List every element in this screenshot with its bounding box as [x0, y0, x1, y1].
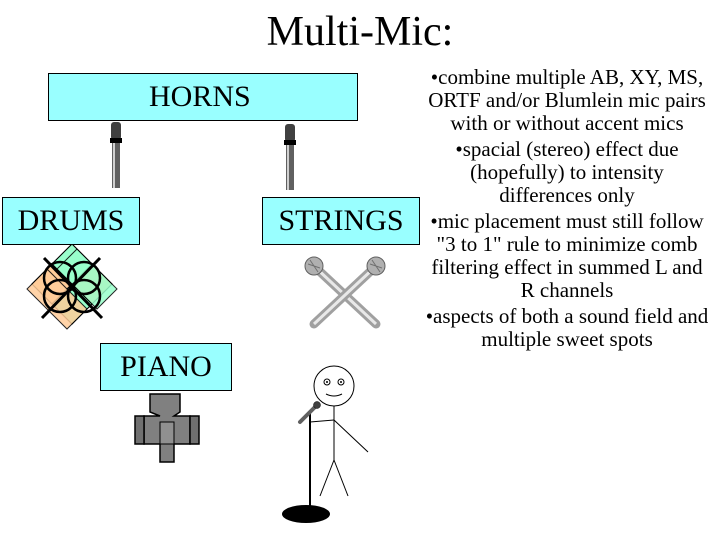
- drums-label-text: DRUMS: [17, 204, 125, 237]
- notes-bullet-list: •combine multiple AB, XY, MS, ORTF and/o…: [422, 66, 712, 354]
- piano-label: PIANO: [100, 343, 232, 391]
- microphone-icon: [284, 124, 296, 190]
- crossed-mics-icon: [304, 256, 386, 329]
- bullet-item: •aspects of both a sound field and multi…: [425, 304, 709, 351]
- bullet-item: •mic placement must still follow "3 to 1…: [430, 209, 704, 302]
- stick-figure-singer-icon: [282, 365, 369, 523]
- drum-kit-icon: [26, 244, 118, 330]
- horns-label-text: HORNS: [149, 80, 251, 113]
- strings-label-text: STRINGS: [278, 204, 404, 237]
- drums-label: DRUMS: [2, 197, 140, 245]
- piano-icon: [134, 393, 200, 463]
- microphone-icon: [110, 122, 122, 188]
- strings-label: STRINGS: [262, 197, 420, 245]
- piano-label-text: PIANO: [120, 350, 212, 383]
- bullet-item: •combine multiple AB, XY, MS, ORTF and/o…: [428, 65, 706, 135]
- page-title: Multi-Mic:: [266, 9, 454, 55]
- bullet-item: •spacial (stereo) effect due (hopefully)…: [455, 137, 679, 207]
- horns-label: HORNS: [48, 73, 358, 121]
